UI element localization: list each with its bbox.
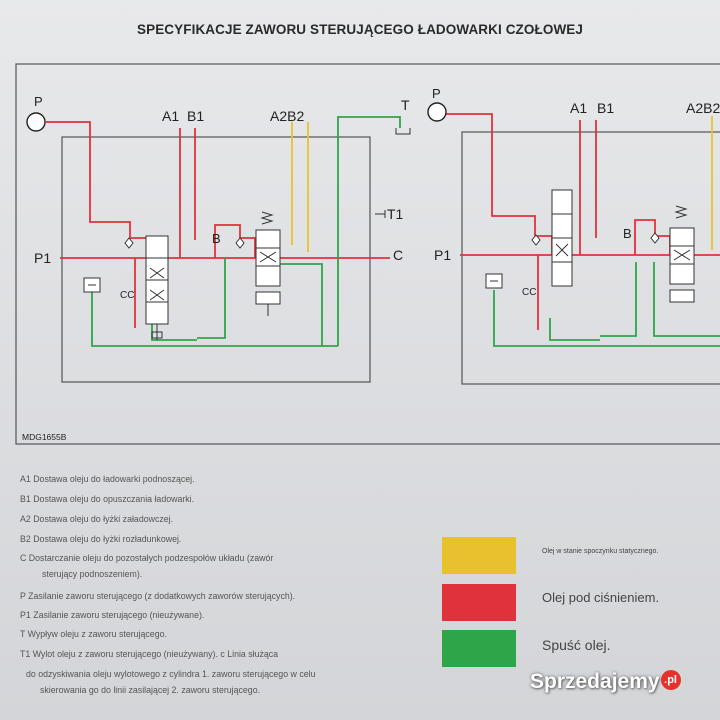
legend-line: A2 Dostawa oleju do łyżki załadowczej. bbox=[20, 514, 174, 524]
schematic-frame bbox=[15, 63, 720, 445]
label-t: T bbox=[401, 97, 410, 113]
label-p: P bbox=[34, 94, 43, 109]
figure-code: MDG1655B bbox=[22, 432, 67, 442]
hydraulic-schematic: P A1 B1 A2B2 T T1 B C P1 CC P A1 B1 A2B2… bbox=[15, 63, 720, 445]
legend-line: B2 Dostawa oleju do łyżki rozładunkowej. bbox=[20, 534, 182, 544]
label-cc: CC bbox=[120, 290, 134, 301]
page-title: SPECYFIKACJE ZAWORU STERUJĄCEGO ŁADOWARK… bbox=[136, 22, 584, 37]
label-a1: A1 bbox=[162, 108, 179, 124]
label-p-right: P bbox=[432, 86, 441, 101]
valve-diagram-right bbox=[427, 102, 720, 385]
label-b1-right: B1 bbox=[597, 100, 614, 116]
swatch-drain-label: Spuść olej. bbox=[542, 637, 611, 653]
swatch-pressure bbox=[442, 584, 516, 621]
label-cc-right: CC bbox=[522, 287, 536, 298]
valve-diagram-left bbox=[26, 112, 411, 383]
label-c: C bbox=[393, 247, 403, 263]
legend-line: sterujący podnoszeniem). bbox=[42, 569, 143, 579]
swatch-static bbox=[442, 537, 516, 574]
legend-line: skierowania go do linii zasilającej 2. z… bbox=[40, 685, 261, 695]
legend-line: C Dostarczanie oleju do pozostałych podz… bbox=[20, 553, 274, 563]
legend-line: B1 Dostawa oleju do opuszczania ładowark… bbox=[20, 494, 195, 504]
legend-line: T1 Wylot oleju z zaworu sterującego (nie… bbox=[20, 649, 279, 659]
pressure-lines bbox=[46, 121, 390, 328]
label-t1: T1 bbox=[387, 206, 404, 222]
static-lines bbox=[291, 122, 309, 252]
swatch-drain bbox=[442, 630, 516, 667]
watermark-logo: Sprzedajemy.pl bbox=[530, 670, 681, 694]
watermark-badge: .pl bbox=[660, 670, 681, 690]
legend-line: do odzyskiwania oleju wylotowego z cylin… bbox=[26, 669, 316, 679]
valve-body-outline bbox=[61, 136, 371, 383]
legend-line: A1 Dostawa oleju do ładowarki podnoszące… bbox=[20, 474, 195, 484]
label-b: B bbox=[212, 231, 221, 246]
drain-lines bbox=[91, 116, 401, 347]
label-a2b2-right: A2B2 bbox=[686, 100, 720, 116]
label-b-right: B bbox=[623, 226, 632, 241]
label-b1: B1 bbox=[187, 108, 204, 124]
label-a1-right: A1 bbox=[570, 100, 587, 116]
spool-valve-1 bbox=[145, 235, 169, 340]
spool-valve-2 bbox=[255, 211, 281, 316]
label-a2b2: A2B2 bbox=[270, 108, 304, 124]
legend-line: P1 Zasilanie zaworu sterującego (nieużyw… bbox=[20, 610, 205, 620]
port-p-symbol bbox=[26, 112, 46, 132]
swatch-static-label: Olej w stanie spoczynku statycznego. bbox=[542, 548, 659, 555]
watermark-text: Sprzedajemy bbox=[530, 670, 660, 693]
legend-line: P Zasilanie zaworu sterującego (z dodatk… bbox=[20, 591, 296, 601]
legend-line: T Wypływ oleju z zaworu sterującego. bbox=[20, 629, 167, 639]
swatch-pressure-label: Olej pod ciśnieniem. bbox=[542, 590, 660, 605]
label-p1-right: P1 bbox=[434, 247, 451, 263]
label-p1: P1 bbox=[34, 250, 51, 266]
